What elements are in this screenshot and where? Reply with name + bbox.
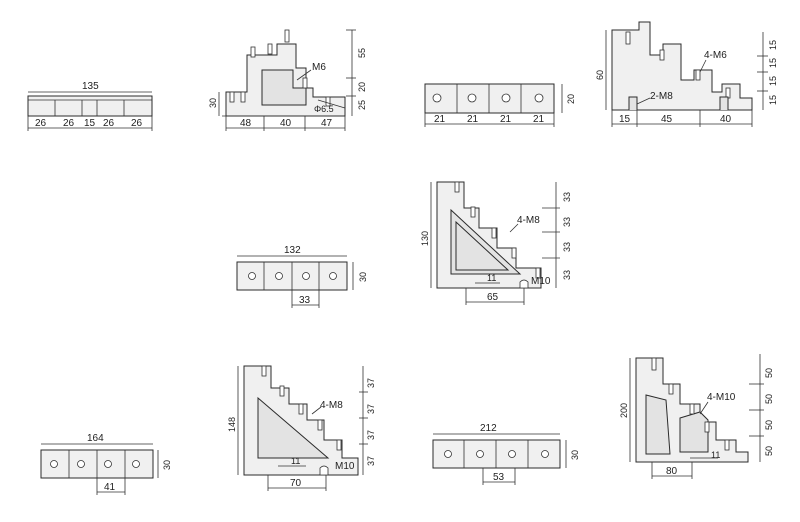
part-1-seg-4: 26 [103,118,115,129]
part-6-triangle-bracket: 130 33 33 33 33 4-M8 11 M10 65 [420,181,572,305]
part-8-triangle-bracket: 148 37 37 37 37 4-M8 11 M10 70 [227,365,376,491]
part-1-seg-5: 26 [131,118,143,129]
part-4-stepped-bracket: 60 15 45 40 15 15 15 15 4-M6 2-M8 [595,21,778,127]
part-9-body [432,439,561,469]
part-2-stepped-bracket: 48 40 47 30 55 20 25 M6 Φ6.5 [208,29,367,131]
part-10-right-2: 50 [764,394,774,404]
part-4-right-4: 15 [768,95,778,105]
part-6-right-2: 33 [562,217,572,227]
part-2-tap-2 [267,43,273,55]
part-5-hole-bar: 132 33 30 [236,245,368,308]
part-4-body [611,21,753,111]
part-2-tap-3 [250,46,256,58]
part-8-window [257,396,330,459]
part-10-right-3: 50 [764,420,774,430]
part-6-height: 130 [420,231,430,246]
part-10-right-4: 50 [764,446,774,456]
part-8-right-3: 37 [366,430,376,440]
part-9-hole-bar: 212 53 30 [432,423,580,485]
part-4-right-3: 15 [768,76,778,86]
part-2-height-1: 55 [357,48,367,58]
part-8-height: 148 [227,417,237,432]
part-2-width-3: 47 [321,118,333,129]
part-2-thread-label: M6 [312,62,326,73]
part-7-pitch: 41 [104,482,116,493]
part-4-width-2: 45 [661,114,673,125]
part-4-right-1: 15 [768,40,778,50]
part-4-right-2: 15 [768,58,778,68]
part-10-large-bracket: 200 50 50 50 50 4-M10 11 80 [619,354,774,479]
part-3-hole-1 [432,93,442,103]
part-4-width-1: 15 [619,114,631,125]
part-2-width-2: 40 [280,118,292,129]
part-3-seg-2: 21 [467,114,479,125]
part-10-window-2 [679,411,709,453]
part-1-seg-1: 26 [35,118,47,129]
part-3-hole-bar: 21 21 21 21 20 [424,83,576,127]
part-4-thread-a: 4-M6 [704,50,727,61]
part-10-height: 200 [619,403,629,418]
part-2-width-1: 48 [240,118,252,129]
part-8-slot: 11 [291,456,300,466]
part-6-slot: 11 [487,273,496,283]
part-5-total: 132 [284,245,301,256]
part-2-left-height: 30 [208,98,218,108]
part-2-tap-1 [284,29,290,43]
part-3-height: 20 [566,94,576,104]
part-6-right-4: 33 [562,270,572,280]
part-7-hole-bar: 164 41 30 [40,433,172,495]
part-10-right-1: 50 [764,368,774,378]
part-3-seg-1: 21 [434,114,446,125]
part-2-hole-label: Φ6.5 [314,104,334,114]
part-3-hole-2 [467,93,477,103]
part-9-total: 212 [480,423,497,434]
part-3-seg-4: 21 [533,114,545,125]
part-1-flat-bar: 135 26 26 15 26 26 [27,81,153,131]
part-6-thread: 4-M8 [517,215,540,226]
part-1-body [27,95,153,117]
part-3-seg-3: 21 [500,114,512,125]
part-8-right-2: 37 [366,404,376,414]
part-8-right-4: 37 [366,456,376,466]
part-3-hole-3 [501,93,511,103]
part-9-pitch: 53 [493,472,505,483]
part-10-slot: 11 [711,450,720,460]
part-8-thread: 4-M8 [320,400,343,411]
part-8-width: 70 [290,478,302,489]
part-7-total: 164 [87,433,104,444]
part-4-thread-b: 2-M8 [650,91,673,102]
part-2-height-3: 25 [357,100,367,110]
part-8-right-1: 37 [366,378,376,388]
part-1-seg-3: 15 [84,118,96,129]
part-6-right-1: 33 [562,192,572,202]
part-6-base-thread: M10 [531,276,551,287]
part-6-right-3: 33 [562,242,572,252]
part-8-base-thread: M10 [335,461,355,472]
part-10-thread: 4-M10 [707,392,736,403]
part-7-height: 30 [162,460,172,470]
part-4-height: 60 [595,70,605,80]
part-9-height: 30 [570,450,580,460]
part-4-width-3: 40 [720,114,732,125]
part-1-total-label: 135 [82,81,99,92]
part-5-pitch: 33 [299,295,311,306]
part-10-window-1 [645,394,671,455]
part-5-height: 30 [358,272,368,282]
part-10-width: 80 [666,466,678,477]
part-1-seg-2: 26 [63,118,75,129]
part-2-height-2: 20 [357,82,367,92]
part-6-width: 65 [487,292,499,303]
part-3-hole-4 [534,93,544,103]
part-3-body [424,83,555,114]
